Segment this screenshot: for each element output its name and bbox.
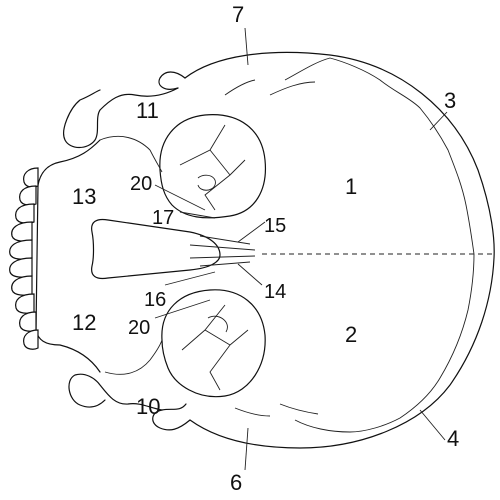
coronal-suture-lower: [294, 253, 475, 433]
label-4: 4: [447, 426, 459, 451]
label-1: 1: [345, 174, 357, 199]
label-3: 3: [444, 88, 456, 113]
zygomaticomaxillary-upper: [99, 136, 163, 173]
maxilla-outline: [35, 139, 101, 373]
face-outline-top: [63, 87, 179, 149]
label-20-upper: 20: [130, 173, 152, 195]
lower-orbit-detail: [181, 304, 249, 391]
label-11: 11: [136, 98, 159, 123]
upper-orbit: [159, 114, 267, 219]
lower-orbit: [161, 289, 266, 398]
label-6: 6: [230, 470, 242, 495]
frontozygomatic-lower: [234, 403, 319, 417]
label-13: 13: [72, 184, 96, 209]
zygomaticomaxillary-lower: [104, 339, 163, 375]
frontozygomatic-upper: [224, 79, 316, 96]
nasal-bone-lines: [189, 235, 256, 267]
label-17: 17: [152, 207, 174, 229]
coronal-suture-upper: [284, 57, 475, 255]
upper-orbit-detail: [179, 124, 246, 211]
upper-zygomatic-outline: [152, 403, 191, 431]
cranium-outline: [184, 51, 495, 449]
label-16: 16: [144, 289, 166, 311]
teeth-row: [9, 167, 39, 350]
leader-lines: [154, 27, 448, 471]
face-outline-bottom: [68, 373, 163, 411]
label-7: 7: [232, 2, 244, 27]
lower-zygomatic-outline: [158, 71, 186, 90]
label-2: 2: [345, 322, 357, 347]
label-10: 10: [136, 394, 160, 419]
nasal-aperture: [91, 218, 221, 280]
label-15: 15: [264, 215, 286, 237]
label-20-lower: 20: [128, 317, 150, 339]
label-12: 12: [72, 310, 96, 335]
label-14: 14: [264, 281, 286, 303]
